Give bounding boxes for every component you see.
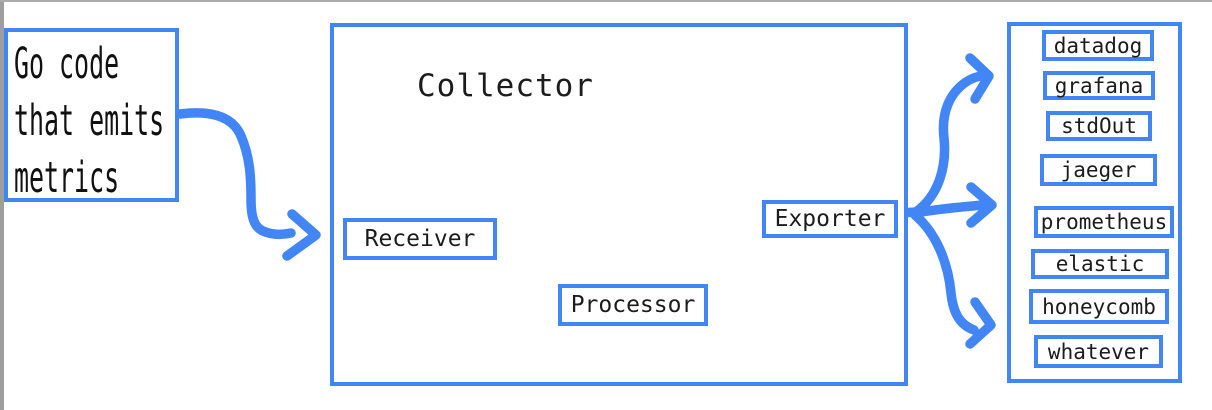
destination-prometheus: prometheus xyxy=(1034,206,1174,238)
source-line-1: Go code xyxy=(14,39,120,89)
destination-whatever: whatever xyxy=(1034,335,1163,368)
receiver-label: Receiver xyxy=(364,226,476,252)
destination-label: jaeger xyxy=(1060,158,1137,182)
destination-honeycomb: honeycomb xyxy=(1029,289,1169,324)
destination-label: grafana xyxy=(1054,73,1144,98)
collector-title: Collector xyxy=(417,68,594,104)
window-top-edge xyxy=(0,0,1212,2)
destination-elastic: elastic xyxy=(1031,249,1169,279)
arrow-fan-middle-head xyxy=(966,182,997,228)
arrow-fan-up xyxy=(911,70,990,217)
window-left-edge xyxy=(0,2,4,410)
receiver-box: Receiver xyxy=(343,218,497,260)
arrow-source-to-collector xyxy=(175,108,296,240)
arrow-source-to-collector-head xyxy=(282,209,321,261)
arrow-fan-down xyxy=(910,210,979,335)
arrow-fan-down-head xyxy=(965,297,996,349)
source-line-3: metrics xyxy=(14,153,120,203)
destination-label: stdOut xyxy=(1061,114,1137,138)
processor-box: Processor xyxy=(558,284,708,326)
destination-jaeger: jaeger xyxy=(1040,154,1157,186)
exporter-label: Exporter xyxy=(774,206,886,232)
arrow-fan-middle xyxy=(910,200,988,218)
destination-grafana: grafana xyxy=(1043,71,1155,100)
source-line-2: that emits xyxy=(14,96,165,146)
destination-label: honeycomb xyxy=(1042,294,1156,319)
destination-label: datadog xyxy=(1053,33,1143,58)
exporter-box: Exporter xyxy=(762,200,898,238)
destination-stdout: stdOut xyxy=(1046,111,1152,141)
destination-datadog: datadog xyxy=(1042,30,1154,61)
source-code-text: Go code that emits metrics xyxy=(14,36,164,207)
destination-label: prometheus xyxy=(1040,210,1168,234)
destination-label: elastic xyxy=(1055,252,1145,276)
destination-label: whatever xyxy=(1047,339,1150,364)
arrow-fan-up-head xyxy=(965,53,994,104)
source-code-box: Go code that emits metrics xyxy=(4,28,179,203)
processor-label: Processor xyxy=(570,292,696,318)
